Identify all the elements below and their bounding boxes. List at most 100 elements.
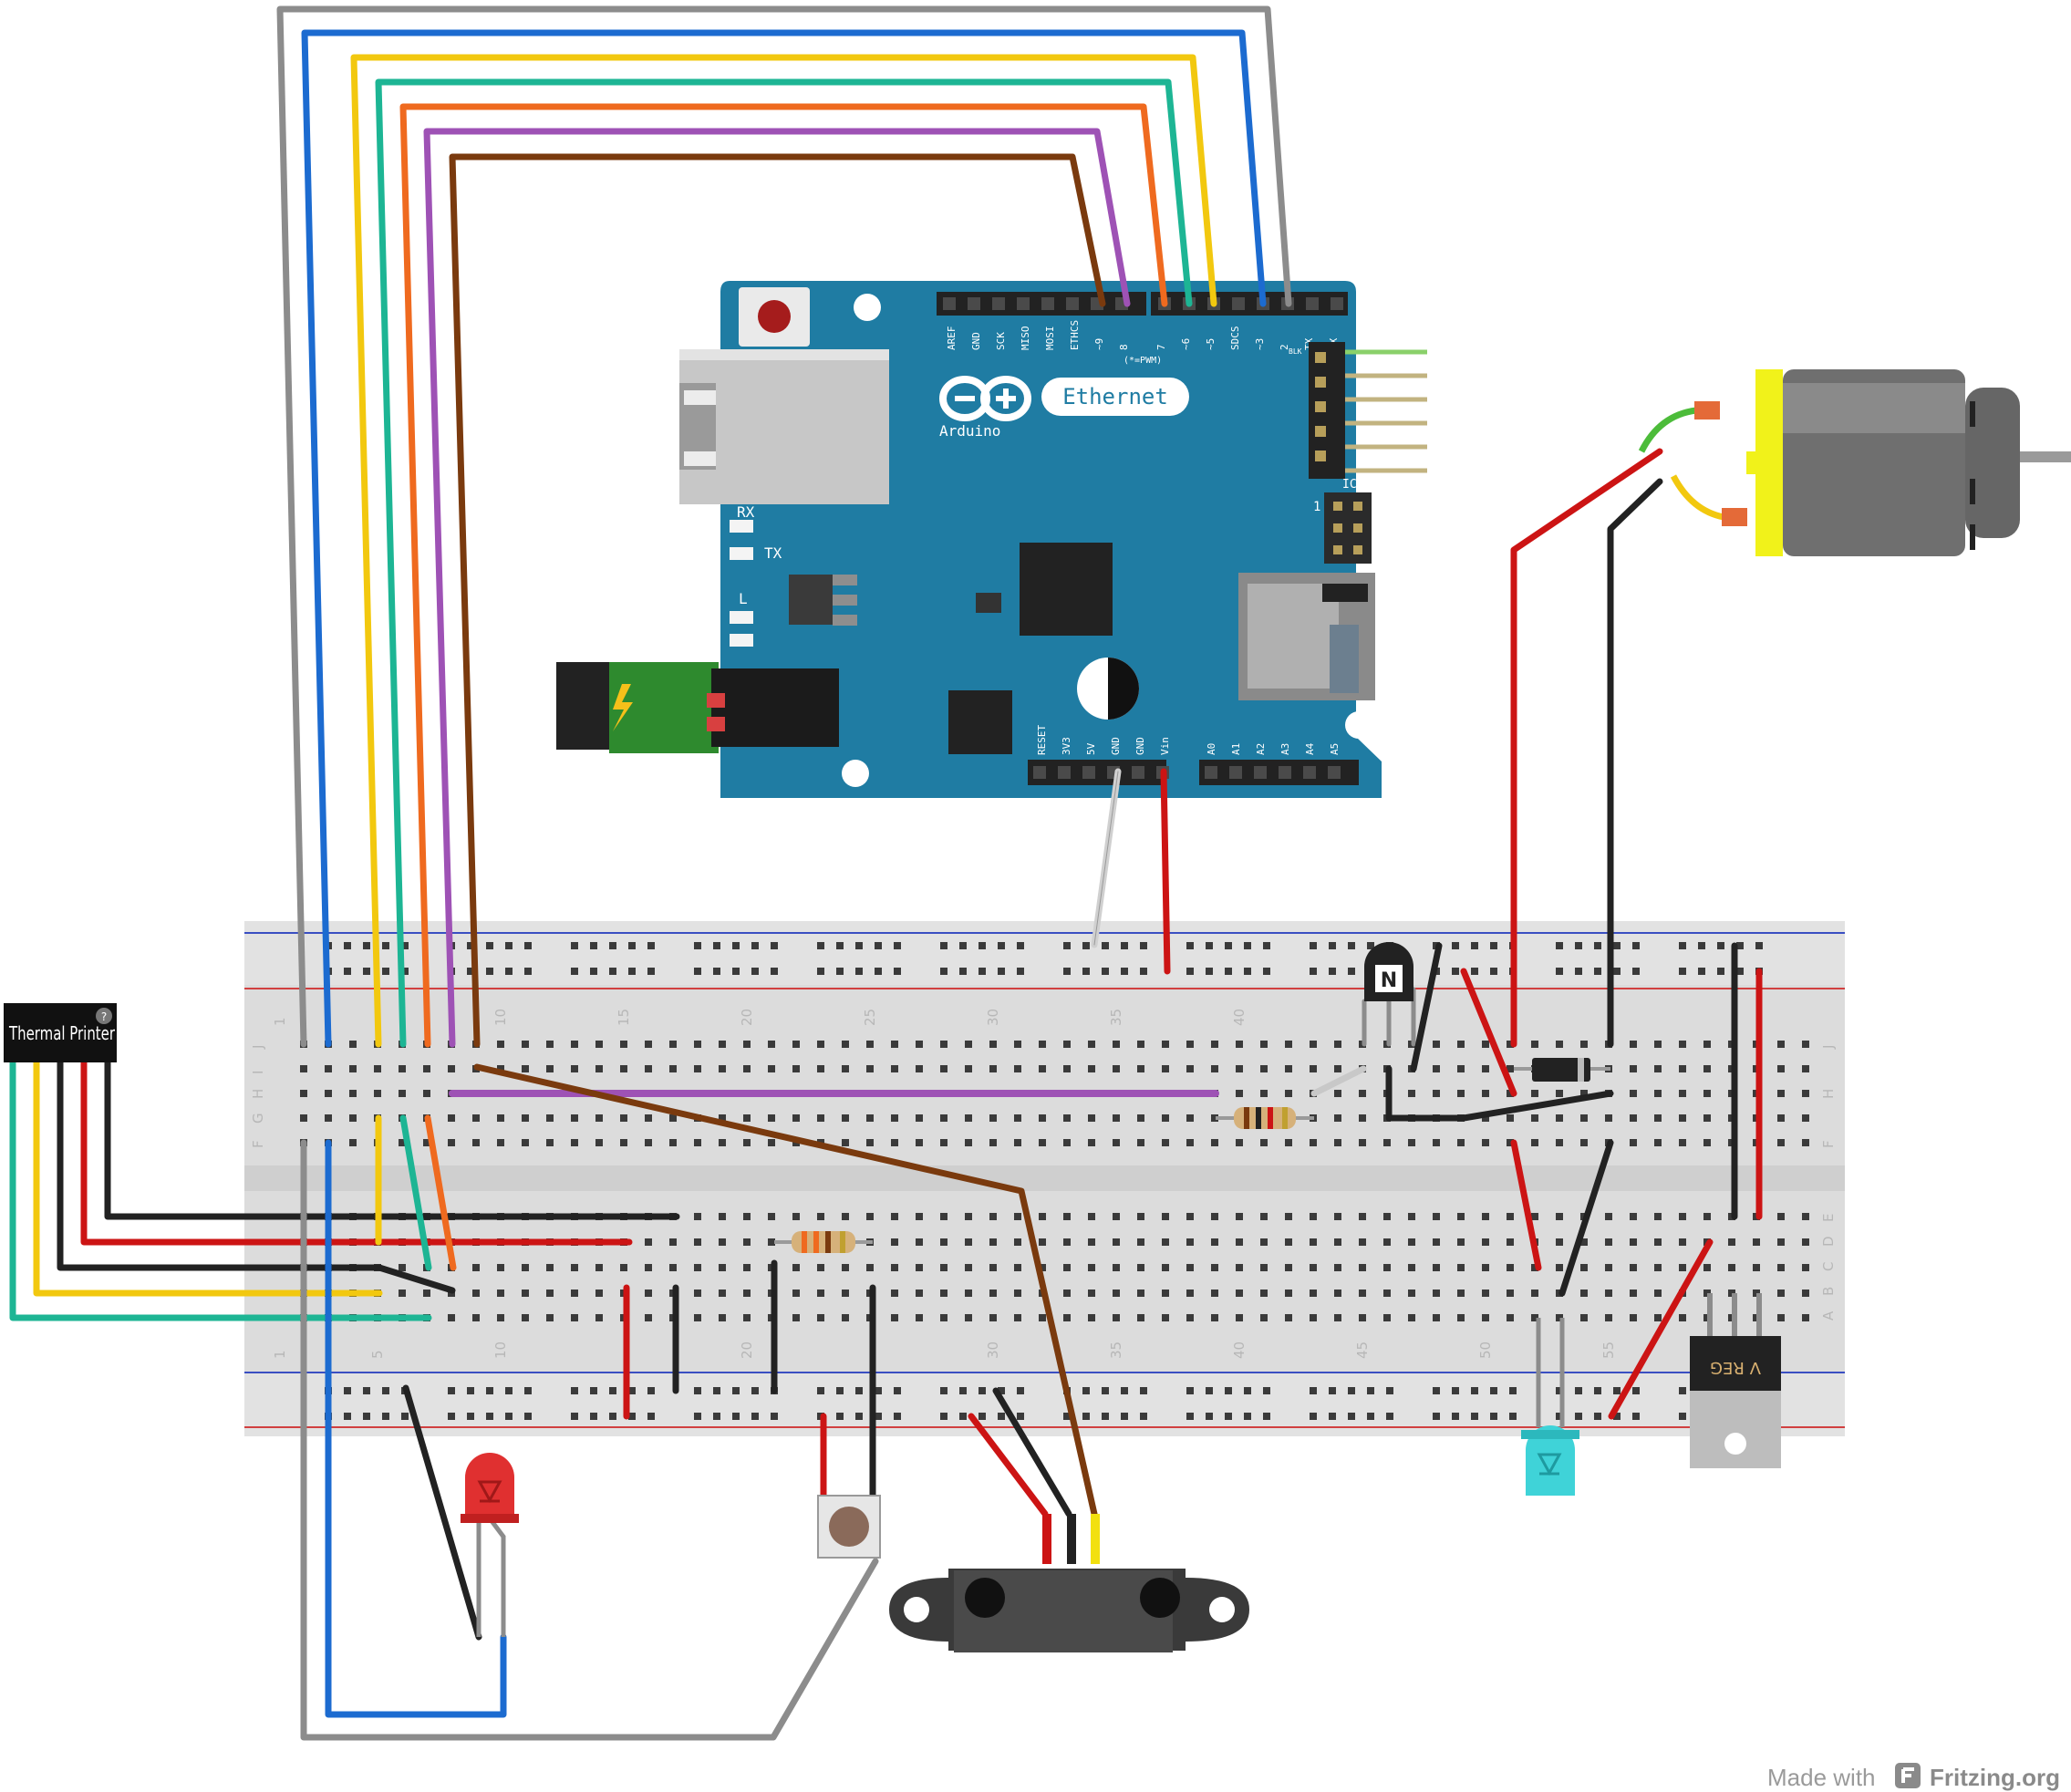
- col-num-45b: 45: [1354, 1341, 1371, 1359]
- svg-text:E: E: [1820, 1214, 1837, 1222]
- svg-text:SDCS: SDCS: [1229, 326, 1241, 351]
- wires: [9, 5, 1763, 1741]
- fritzing-brand-text: Fritzing.org: [1930, 1764, 2060, 1791]
- svg-text:D: D: [1820, 1236, 1837, 1247]
- fritzing-credit: Made with Fritzing.org: [1767, 1763, 2060, 1791]
- col-num-35b: 35: [1108, 1341, 1124, 1359]
- regulator-label: V REG: [1710, 1358, 1761, 1377]
- lightning-icon: [613, 684, 633, 731]
- mounting-hole: [842, 760, 869, 787]
- cyan-led: [1521, 1318, 1579, 1496]
- npn-transistor: N: [1364, 942, 1413, 1001]
- icsp-header: [1324, 492, 1372, 564]
- svg-text:A1: A1: [1230, 743, 1242, 755]
- small-ic: [976, 593, 1001, 613]
- pushbutton-cap[interactable]: [829, 1507, 869, 1547]
- col-num-55b: 55: [1600, 1341, 1617, 1359]
- svg-text:GND: GND: [1110, 737, 1122, 755]
- svg-text:H: H: [250, 1089, 266, 1099]
- pushbutton[interactable]: [817, 1495, 881, 1559]
- wire-white-short: [1310, 1065, 1367, 1097]
- svg-text:GND: GND: [1134, 737, 1146, 755]
- l-led-label: L: [739, 590, 748, 607]
- breadboard: 1 10 15 20 25 30 35 40 1 5 10 20 30 35 4…: [244, 921, 1845, 1436]
- wire-teal-pin6: [375, 78, 1193, 1048]
- col-num-15: 15: [616, 1009, 632, 1026]
- svg-text:F: F: [250, 1140, 266, 1148]
- help-icon: ?: [101, 1010, 107, 1023]
- svg-text:J: J: [1820, 1045, 1837, 1050]
- wire-gray-button: [300, 1139, 879, 1741]
- col-num-10b: 10: [492, 1341, 509, 1359]
- center-channel: [244, 1165, 1845, 1191]
- icsp-pin-one: 1: [1313, 500, 1320, 514]
- svg-text:~5: ~5: [1205, 338, 1217, 350]
- sd-card-slot: [1238, 573, 1375, 700]
- svg-text:A: A: [1820, 1310, 1837, 1321]
- tx-led-label: TX: [764, 544, 782, 562]
- svg-text:SCK: SCK: [995, 332, 1007, 350]
- col-num-1: 1: [272, 1017, 288, 1026]
- svg-text:RESET: RESET: [1036, 725, 1048, 755]
- svg-text:~3: ~3: [1254, 338, 1266, 350]
- svg-text:A0: A0: [1206, 743, 1217, 755]
- microcontroller-chip: [948, 690, 1012, 754]
- arduino-logo: Arduino: [939, 376, 1031, 440]
- icsp-label: ICSP: [1342, 478, 1371, 492]
- svg-text:A4: A4: [1304, 742, 1316, 755]
- dc-power-jack: [556, 662, 839, 753]
- wire-black-sensor: [992, 1387, 1072, 1518]
- svg-text:A3: A3: [1279, 743, 1291, 755]
- rx-led: [730, 520, 753, 533]
- svg-text:GND: GND: [970, 332, 982, 350]
- made-with-text: Made with: [1767, 1764, 1876, 1791]
- wire-orange-jumper: [424, 1114, 457, 1271]
- l-led: [730, 611, 753, 624]
- col-num-25: 25: [862, 1009, 878, 1026]
- wire-purple-pin8: [423, 128, 1131, 1048]
- wire-brown-sensor: [473, 1063, 1098, 1518]
- svg-text:A2: A2: [1255, 743, 1267, 755]
- ethernet-controller-chip: [1020, 543, 1113, 636]
- wire-red-sensor: [968, 1413, 1049, 1518]
- onboard-regulator: [789, 575, 833, 625]
- col-num-50b: 50: [1477, 1341, 1494, 1359]
- wire-black-led-gnd: [402, 1384, 482, 1641]
- col-num-30b: 30: [985, 1341, 1001, 1359]
- mounting-hole: [1345, 711, 1372, 739]
- col-num-20: 20: [739, 1009, 755, 1026]
- red-led: [461, 1453, 519, 1637]
- reset-button-cap[interactable]: [758, 300, 791, 333]
- voltage-regulator: V REG: [1690, 1293, 1781, 1468]
- wire-teal-jumper: [399, 1114, 432, 1271]
- wire-red-motor: [1510, 448, 1663, 1048]
- wire-black-printer: [104, 1059, 680, 1220]
- resistor-lower: [774, 1231, 873, 1253]
- tx-led: [730, 547, 753, 560]
- wire-black-led2: [1558, 1139, 1614, 1297]
- svg-text:8: 8: [1118, 344, 1130, 350]
- arduino-logo-text: Arduino: [939, 422, 1000, 440]
- wire-yellow-printer: [33, 1059, 383, 1297]
- col-num-40: 40: [1231, 1009, 1248, 1026]
- svg-text:7: 7: [1155, 344, 1167, 350]
- svg-text:A5: A5: [1329, 743, 1341, 755]
- wire-red-led2: [1510, 1139, 1542, 1271]
- wire-teal-printer: [9, 1059, 432, 1321]
- col-num-5b: 5: [369, 1350, 386, 1359]
- ethernet-jack: [679, 349, 889, 504]
- wire-gray-pin2: [276, 5, 1292, 1048]
- col-num-40b: 40: [1231, 1341, 1248, 1359]
- rx-led-label: RX: [737, 503, 755, 521]
- svg-text:C: C: [1820, 1262, 1837, 1271]
- wire-brown-pin9: [449, 153, 1106, 1048]
- blk-label: BLK: [1289, 347, 1302, 356]
- col-num-30: 30: [985, 1009, 1001, 1026]
- thermal-printer: Thermal Printer ?: [4, 1003, 117, 1062]
- svg-text:B: B: [1820, 1287, 1837, 1296]
- ethernet-badge: [1041, 378, 1189, 416]
- pwm-note: (*=PWM): [1124, 356, 1162, 366]
- col-num-1b: 1: [272, 1350, 288, 1359]
- ethernet-label: Ethernet: [1062, 384, 1168, 409]
- col-num-20b: 20: [739, 1341, 755, 1359]
